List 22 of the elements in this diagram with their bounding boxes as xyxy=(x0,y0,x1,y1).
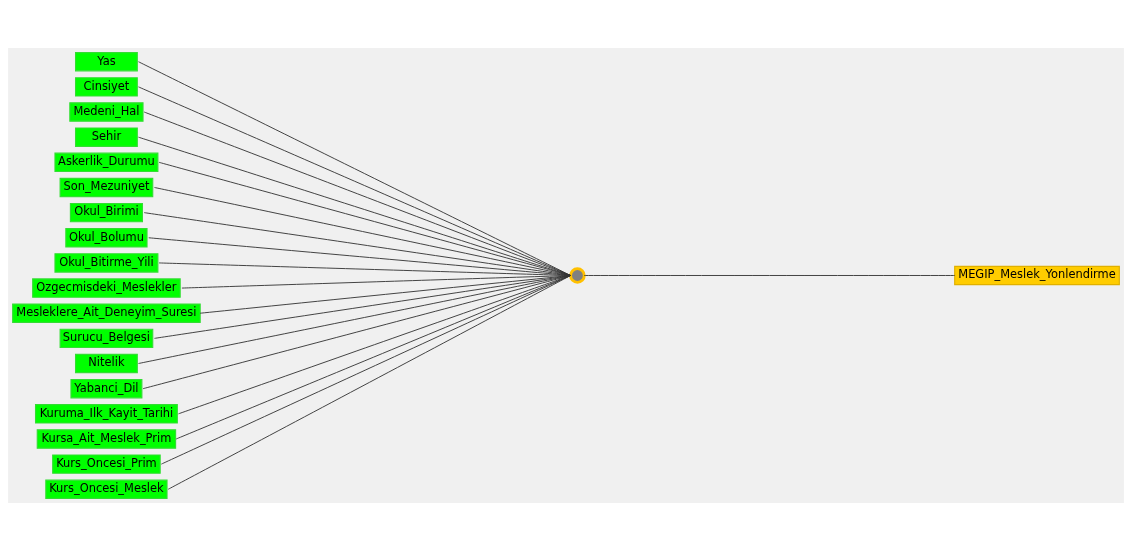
node-box: Ozgecmisdeki_Meslekler xyxy=(32,277,181,298)
connector xyxy=(138,136,572,276)
node-box: Nitelik xyxy=(75,353,138,373)
node-box: Askerlik_Durumu xyxy=(54,152,159,172)
node-box: Son_Mezuniyet xyxy=(59,177,154,197)
node-box: Okul_Birimi xyxy=(69,202,143,222)
node-box: Sehir xyxy=(75,126,138,147)
node-box: Kuruma_Ilk_Kayit_Tarihi xyxy=(35,403,178,424)
node-box: Yas xyxy=(75,51,138,71)
node-box: Kurs_Oncesi_Prim xyxy=(52,453,161,474)
node-box: Cinsiyet xyxy=(75,76,138,97)
node-box: Surucu_Belgesi xyxy=(59,328,154,348)
node-box: Yabanci_Dil xyxy=(70,378,143,398)
node-box: Kurs_Oncesi_Meslek xyxy=(45,479,168,499)
node-box: MEGIP_Meslek_Yonlendirme xyxy=(954,265,1120,285)
node-box: Medeni_Hal xyxy=(69,101,144,122)
node-box: Okul_Bolumu xyxy=(65,227,148,247)
node-box: Kursa_Ait_Meslek_Prim xyxy=(36,428,177,449)
node-circle xyxy=(569,266,586,284)
node-box: Okul_Bitirme_Yili xyxy=(54,252,159,273)
node-box: Mesleklere_Ait_Deneyim_Suresi xyxy=(12,303,201,323)
connector xyxy=(583,274,956,276)
